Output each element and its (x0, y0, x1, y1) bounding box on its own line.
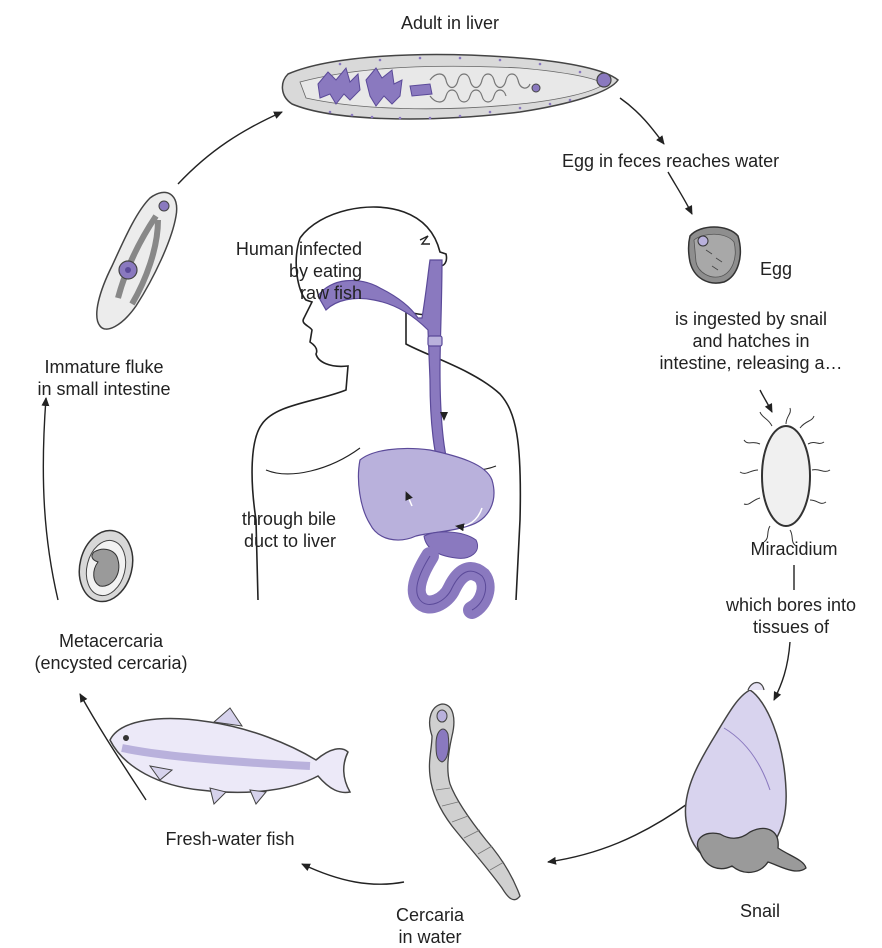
label-human-infected: Human infected by eating raw fish (222, 238, 362, 304)
bile-line-1: through bile (200, 508, 336, 530)
cercaria-illustration (429, 704, 520, 900)
ingested-line-3: intestine, releasing a… (620, 352, 882, 374)
label-through-bile-duct: through bile duct to liver (200, 508, 336, 552)
label-snail: Snail (710, 900, 810, 922)
arrow-adult-to-egg-in-feces (620, 98, 664, 144)
metacercaria-illustration (72, 525, 140, 607)
ingested-line-2: and hatches in (620, 330, 882, 352)
ingested-line-1: is ingested by snail (620, 308, 882, 330)
metacercaria-line-2: (encysted cercaria) (0, 652, 222, 674)
cercaria-line-1: Cercaria (370, 904, 490, 926)
immature-line-1: Immature fluke (4, 356, 204, 378)
label-miracidium: Miracidium (714, 538, 874, 560)
snail-text: Snail (740, 901, 780, 921)
label-bores: which bores into tissues of (700, 594, 882, 638)
arrow-ingested-to-miracidium (760, 390, 772, 412)
miracidium-text: Miracidium (750, 539, 837, 559)
egg-in-feces-text: Egg in feces reaches water (562, 151, 779, 171)
human-line-3: raw fish (222, 282, 362, 304)
label-adult-in-liver: Adult in liver (330, 12, 570, 34)
snail-illustration (685, 683, 806, 873)
arrow-snail-to-cercaria (548, 802, 690, 862)
egg-illustration (689, 227, 741, 283)
adult-fluke-illustration (282, 55, 618, 120)
adult-label-text: Adult in liver (401, 13, 499, 33)
fish-text: Fresh-water fish (165, 829, 294, 849)
metacercaria-line-1: Metacercaria (0, 630, 222, 652)
human-line-1: Human infected (222, 238, 362, 260)
miracidium-illustration (740, 408, 830, 546)
egg-text: Egg (760, 259, 792, 279)
bores-line-2: tissues of (700, 616, 882, 638)
arrow-cercaria-to-fish (302, 864, 404, 884)
label-egg-in-feces: Egg in feces reaches water (562, 150, 779, 172)
arrow-metacercaria-to-immature (43, 398, 58, 600)
label-egg: Egg (760, 258, 792, 280)
label-immature-fluke: Immature fluke in small intestine (4, 356, 204, 400)
fish-illustration (110, 708, 350, 804)
arrow-immature-to-adult (178, 112, 282, 184)
arrow-egg-in-feces-to-egg (668, 172, 692, 214)
immature-fluke-illustration (97, 192, 177, 329)
label-ingested: is ingested by snail and hatches in inte… (620, 308, 882, 374)
human-line-2: by eating (222, 260, 362, 282)
bile-line-2: duct to liver (200, 530, 336, 552)
label-cercaria: Cercaria in water (370, 904, 490, 948)
label-metacercaria: Metacercaria (encysted cercaria) (0, 630, 222, 674)
immature-line-2: in small intestine (4, 378, 204, 400)
arrow-bores-to-snail (774, 642, 790, 700)
label-fresh-water-fish: Fresh-water fish (130, 828, 330, 850)
cercaria-line-2: in water (370, 926, 490, 948)
bores-line-1: which bores into (700, 594, 882, 616)
